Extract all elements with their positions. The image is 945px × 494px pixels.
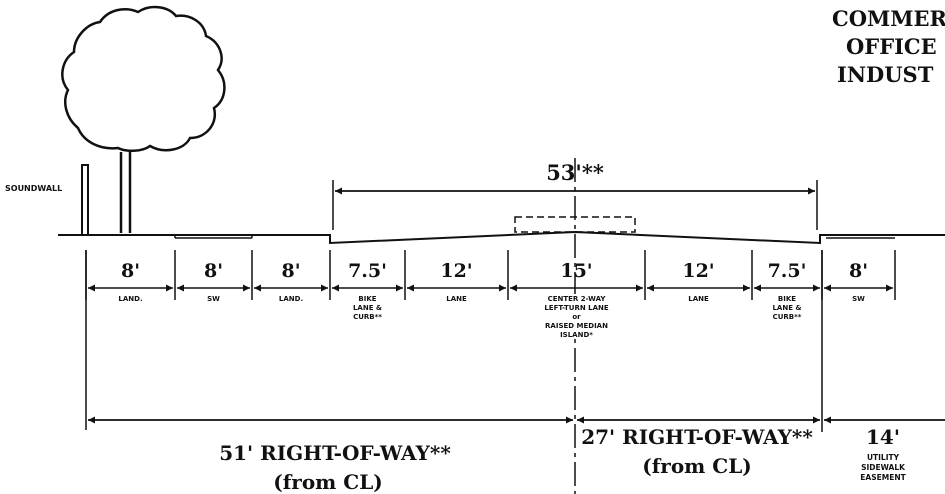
curb-to-curb-dimension: 53'** <box>332 160 818 230</box>
zone-label-line1: COMMER <box>832 6 945 31</box>
segment-label-backing <box>755 312 819 321</box>
segment-description-line: RAISED MEDIAN <box>545 322 608 330</box>
soundwall-label: SOUNDWALL <box>5 184 62 193</box>
segment-label-backing <box>544 294 609 303</box>
row-left-line1: 51' RIGHT-OF-WAY** <box>219 441 451 465</box>
segment-width-label: 7.5' <box>348 260 387 282</box>
soundwall: SOUNDWALL <box>5 164 89 236</box>
segment-description-line: SW <box>852 295 865 303</box>
segment-description-line: BIKE <box>358 295 376 303</box>
segment-width-label: 12' <box>682 260 714 282</box>
segment-label-backing <box>755 294 819 303</box>
segment-width-label: 7.5' <box>768 260 807 282</box>
ground-profile <box>58 216 945 245</box>
segment-label-backing <box>544 312 609 321</box>
segment-width-label: 8' <box>849 260 868 282</box>
row-right-line1: 27' RIGHT-OF-WAY** <box>581 425 813 449</box>
right-of-way-dimensions: 51' RIGHT-OF-WAY** (from CL) 27' RIGHT-O… <box>85 250 945 494</box>
segment-label-backing <box>335 312 400 321</box>
segment-description-line: CENTER 2-WAY <box>548 295 607 303</box>
segment-description-line: CURB** <box>773 313 802 321</box>
segment-label-backing <box>275 294 307 303</box>
segment-width-label: 8' <box>121 260 140 282</box>
segment-label-backing <box>544 330 609 339</box>
row-left-line2: (from CL) <box>273 470 383 494</box>
soundwall-wall <box>81 164 89 236</box>
segment-description-line: LANE <box>446 295 467 303</box>
segment-width-label: 8' <box>204 260 223 282</box>
segment-description-line: LANE <box>688 295 709 303</box>
segment-description-line: LAND. <box>279 295 303 303</box>
segment-label-backing <box>114 294 147 303</box>
segment-description-line: or <box>572 313 581 321</box>
zone-label: COMMER OFFICE INDUST <box>832 6 945 87</box>
segment-label-backing <box>544 321 609 330</box>
curb-to-curb-label: 53'** <box>546 160 604 185</box>
segment-description-line: LAND. <box>118 295 142 303</box>
segment-width-label: 15' <box>560 260 592 282</box>
easement-width: 14' <box>866 425 900 449</box>
segment-description-line: LEFT-TURN LANE <box>544 304 609 312</box>
segment-label-backing <box>335 303 400 312</box>
segment-width-label: 12' <box>440 260 472 282</box>
segment-label-backing <box>755 303 819 312</box>
segment-label-backing <box>197 294 230 303</box>
easement-line3: EASEMENT <box>860 473 906 482</box>
easement-line1: UTILITY <box>867 453 900 462</box>
tree-canopy <box>61 5 226 152</box>
zone-label-line3: INDUST <box>837 62 934 87</box>
segment-description-line: LANE & <box>772 304 801 312</box>
segment-label-backing <box>842 294 875 303</box>
segment-label-backing <box>682 294 715 303</box>
segment-label-backing <box>440 294 473 303</box>
tree <box>61 5 226 233</box>
segment-label-backing <box>544 303 609 312</box>
segment-label-backing <box>335 294 400 303</box>
segment-width-label: 8' <box>281 260 300 282</box>
segment-description-line: ISLAND* <box>560 331 593 339</box>
zone-label-line2: OFFICE <box>846 34 937 59</box>
segment-description-line: SW <box>207 295 220 303</box>
segment-description-line: LANE & <box>353 304 382 312</box>
row-right-line2: (from CL) <box>642 454 752 478</box>
segment-description-line: BIKE <box>778 295 796 303</box>
easement-line2: SIDEWALK <box>861 463 906 472</box>
segment-description-line: CURB** <box>353 313 382 321</box>
